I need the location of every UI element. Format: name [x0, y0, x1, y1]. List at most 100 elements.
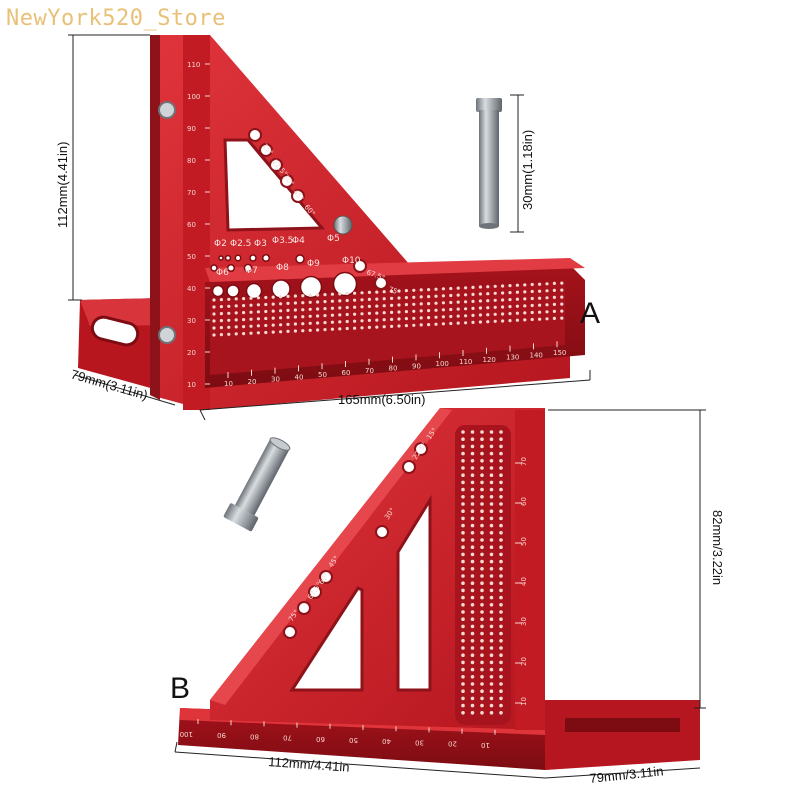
marking-hole: [461, 451, 465, 456]
marking-hole: [493, 319, 497, 323]
scale-label: 80: [187, 157, 196, 165]
marking-hole: [461, 653, 465, 657]
marking-hole: [308, 321, 312, 325]
marking-hole: [464, 300, 468, 304]
marking-hole: [523, 290, 527, 294]
marking-hole: [530, 289, 534, 294]
marking-hole: [456, 293, 460, 297]
marking-hole: [560, 295, 564, 299]
marking-hole: [489, 495, 494, 499]
square-b-triangle-cutout: [289, 586, 364, 692]
marking-hole: [345, 298, 349, 303]
marking-hole: [470, 509, 475, 513]
marking-hole: [461, 646, 465, 650]
marking-hole: [489, 459, 494, 463]
marking-hole: [330, 299, 334, 303]
marking-hole: [480, 660, 484, 665]
marking-hole: [489, 516, 494, 521]
marking-hole: [212, 298, 216, 302]
marking-hole: [461, 588, 465, 593]
marking-hole: [308, 314, 312, 318]
marking-hole: [404, 317, 408, 321]
marking-hole: [367, 311, 371, 315]
marking-hole: [419, 295, 423, 299]
marking-hole: [441, 287, 445, 291]
marking-hole: [293, 294, 297, 298]
marking-hole: [271, 302, 275, 306]
marking-hole: [404, 324, 408, 328]
marking-hole: [353, 298, 357, 302]
marking-hole: [499, 531, 503, 535]
marking-hole: [301, 322, 305, 326]
marking-hole: [508, 291, 512, 295]
marking-hole: [390, 289, 394, 293]
marking-hole: [461, 696, 465, 701]
marking-hole: [489, 711, 494, 715]
marking-hole: [523, 304, 527, 308]
marking-hole: [412, 288, 416, 292]
marking-hole: [234, 311, 238, 315]
marking-hole: [382, 318, 386, 322]
marking-hole: [480, 430, 484, 434]
marking-hole: [480, 552, 484, 557]
scale-label: 70: [365, 367, 374, 375]
marking-hole: [449, 307, 453, 312]
marking-hole: [279, 316, 283, 320]
marking-hole: [441, 301, 445, 305]
scale-label: 20: [448, 740, 457, 748]
marking-hole: [464, 321, 468, 325]
marking-hole: [227, 332, 231, 336]
marking-hole: [249, 331, 253, 335]
marking-hole: [480, 603, 484, 607]
marking-hole: [480, 567, 484, 571]
marking-hole: [499, 703, 503, 708]
marking-hole: [489, 538, 494, 542]
marking-hole: [478, 313, 482, 317]
marking-hole: [338, 320, 342, 324]
hole-label: Φ6: [216, 268, 229, 278]
marking-hole: [499, 624, 503, 629]
marking-hole: [286, 329, 290, 333]
marking-hole: [316, 314, 320, 318]
hole-label: Φ2: [214, 239, 227, 249]
square-a-slot: [90, 315, 140, 347]
marking-hole: [499, 711, 503, 715]
marking-hole: [538, 303, 542, 307]
marking-hole: [234, 332, 238, 336]
marking-hole: [404, 303, 408, 307]
marking-hole: [375, 290, 379, 294]
drill-hole: [226, 263, 236, 273]
marking-hole: [489, 480, 494, 485]
marking-hole: [499, 480, 503, 485]
marking-hole: [470, 444, 475, 449]
scale-label: 10: [481, 741, 490, 749]
marking-hole: [419, 288, 423, 292]
marking-hole: [219, 298, 223, 302]
marking-hole: [508, 305, 512, 309]
marking-hole: [464, 307, 468, 311]
marking-hole: [489, 466, 494, 470]
marking-hole: [461, 502, 465, 506]
marking-hole: [499, 696, 503, 701]
marking-hole: [449, 321, 453, 326]
marking-hole: [375, 304, 379, 308]
marking-hole: [480, 466, 484, 470]
marking-hole: [461, 624, 465, 629]
marking-hole: [279, 302, 283, 306]
marking-hole: [353, 312, 357, 316]
marking-hole: [461, 459, 465, 463]
marking-hole: [461, 631, 465, 636]
marking-hole: [461, 711, 465, 715]
marking-hole: [461, 617, 465, 621]
marking-hole: [360, 291, 364, 295]
square-b-height-dim: 82mm/3.22in: [710, 510, 725, 585]
scale-label: 40: [520, 577, 528, 586]
marking-hole: [461, 495, 465, 499]
marking-hole: [560, 302, 564, 306]
marking-hole: [471, 313, 475, 317]
marking-hole: [461, 487, 465, 492]
marking-hole: [470, 531, 475, 535]
marking-hole: [470, 581, 475, 585]
